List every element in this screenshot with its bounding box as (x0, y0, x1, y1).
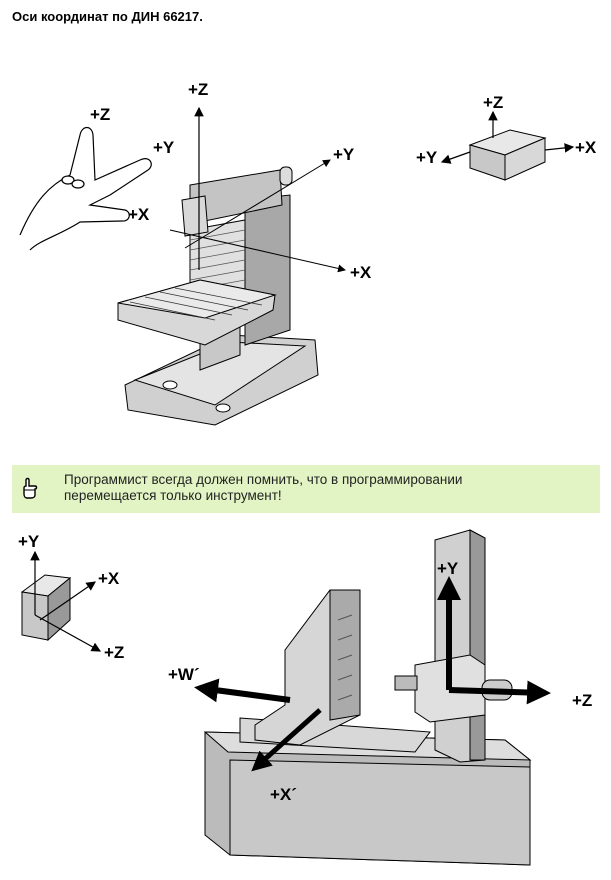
axes-x-label: +X (98, 569, 120, 588)
machine2-z-label: +Z (572, 691, 592, 710)
pointing-hand-icon (23, 477, 38, 499)
axes-y-label: +Y (18, 532, 40, 551)
machine-z-label: +Z (188, 80, 208, 99)
note-line-1: Программист всегда должен помнить, что в… (64, 472, 463, 487)
workpiece-block-illustration (468, 129, 547, 181)
page-title: Оси координат по ДИН 66217. (12, 9, 203, 24)
small-block-illustration (20, 574, 72, 642)
machine-y-label: +Y (333, 145, 355, 164)
note-box: Программист всегда должен помнить, что в… (12, 465, 600, 513)
block-x-label: +X (575, 138, 597, 157)
right-hand-rule-illustration (19, 126, 152, 251)
axes-z-label: +Z (104, 643, 124, 662)
block-y-label: +Y (416, 148, 438, 167)
machine-x-label: +X (350, 263, 372, 282)
machine-w-label: +W´ (168, 665, 200, 684)
block-z-label: +Z (483, 93, 503, 112)
hand-x-label: +X (128, 205, 150, 224)
note-line-2: перемещается только инструмент! (64, 488, 282, 503)
horizontal-machine-illustration (203, 529, 532, 866)
hand-z-label: +Z (90, 105, 110, 124)
machine2-y-label: +Y (437, 559, 459, 578)
machine-x-prime-label: +X´ (270, 785, 297, 804)
hand-y-label: +Y (153, 138, 175, 157)
